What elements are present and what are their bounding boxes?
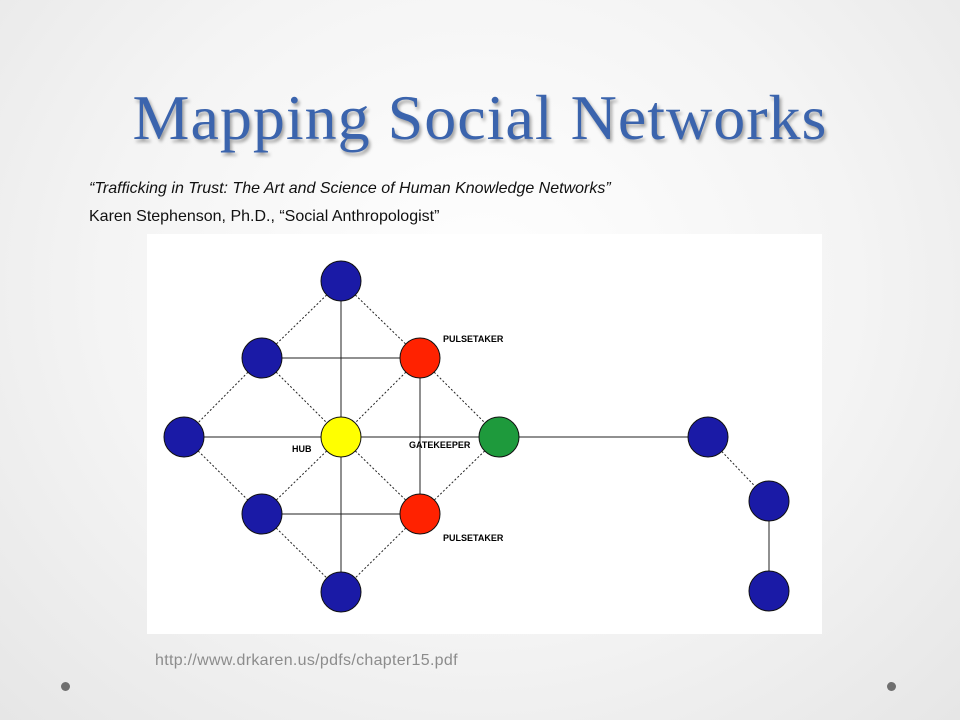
- member-node: [241, 493, 283, 535]
- network-diagram: PULSETAKER HUB GATEKEEPER PULSETAKER: [147, 234, 822, 634]
- node-labels: PULSETAKER HUB GATEKEEPER PULSETAKER: [292, 334, 504, 543]
- pulsetaker-top-label: PULSETAKER: [443, 334, 504, 344]
- member-node: [748, 570, 790, 612]
- citation-title: “Trafficking in Trust: The Art and Scien…: [89, 180, 611, 197]
- nodes: [163, 260, 790, 613]
- network-diagram-svg: PULSETAKER HUB GATEKEEPER PULSETAKER: [163, 260, 790, 613]
- gatekeeper-node: [478, 416, 520, 458]
- member-node: [241, 337, 283, 379]
- source-url: http://www.drkaren.us/pdfs/chapter15.pdf: [155, 652, 458, 669]
- pulsetaker-bottom-label: PULSETAKER: [443, 533, 504, 543]
- edges: [183, 280, 770, 593]
- hub-node: [320, 416, 362, 458]
- member-node: [320, 571, 362, 613]
- gatekeeper-label: GATEKEEPER: [409, 440, 471, 450]
- pulsetaker-node: [399, 493, 441, 535]
- member-node: [320, 260, 362, 302]
- slide-title: Mapping Social Networks: [132, 82, 828, 153]
- member-node: [687, 416, 729, 458]
- decorative-dot-right: [887, 682, 896, 691]
- citation-author: Karen Stephenson, Ph.D., “Social Anthrop…: [89, 208, 440, 225]
- decorative-dot-left: [61, 682, 70, 691]
- pulsetaker-node: [399, 337, 441, 379]
- member-node: [748, 480, 790, 522]
- member-node: [163, 416, 205, 458]
- hub-label: HUB: [292, 444, 312, 454]
